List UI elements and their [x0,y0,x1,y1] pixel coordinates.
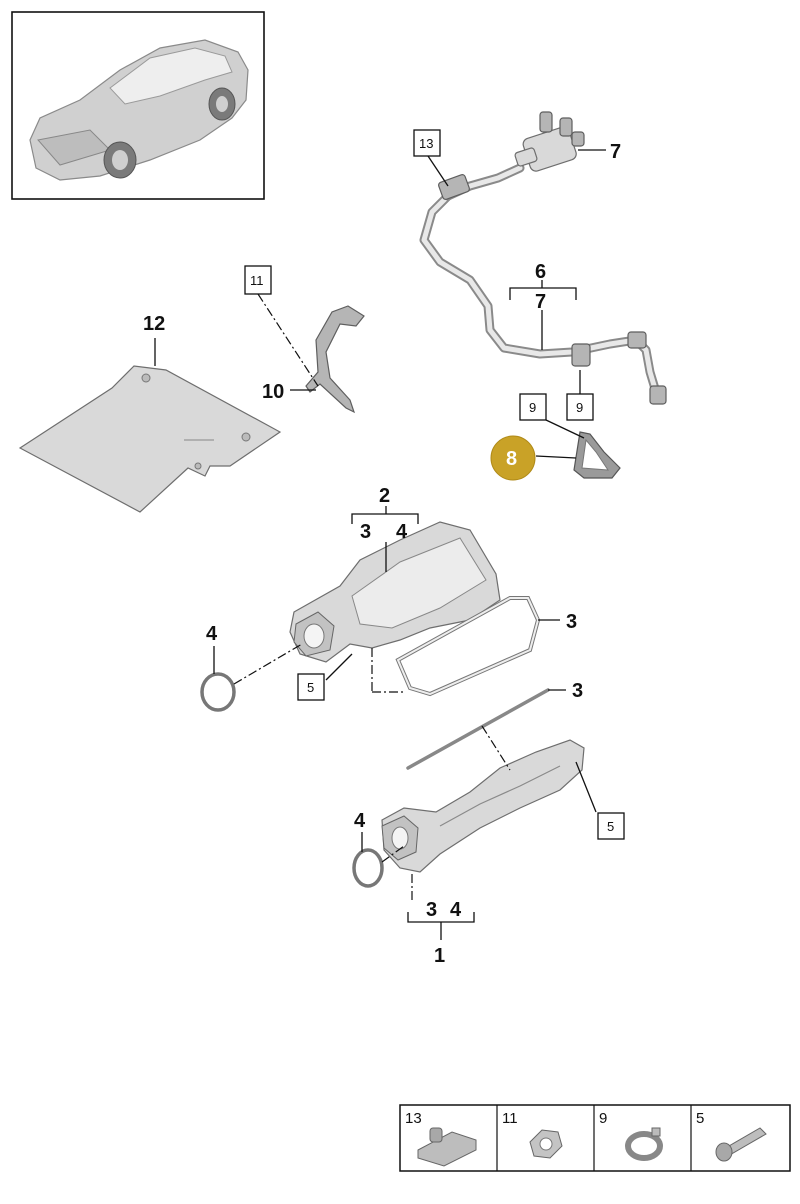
callout-4-upper-bracket: 4 [396,521,408,543]
callout-10: 10 [262,381,284,403]
car-icon [29,39,249,181]
intake-manifold-upper [289,521,501,663]
vacuum-line [419,111,667,405]
callout-3-strip: 3 [572,680,583,702]
legend-num-13: 13 [405,1110,422,1127]
vehicle-thumbnail [11,11,265,200]
boxed-callout-9-left: 9 [529,400,536,415]
boxed-callouts: 13 11 9 9 5 5 [244,129,625,840]
gasket-ring [395,596,541,697]
callout-1: 1 [434,945,445,967]
callout-12: 12 [143,313,165,335]
small-parts-legend: 13 11 9 5 [399,1104,791,1172]
legend-item-9: 9 [599,1110,663,1161]
boxed-callout-13: 13 [419,136,433,151]
nut-icon [529,1129,563,1159]
screw-icon [715,1127,767,1162]
legend-num-11: 11 [502,1110,518,1127]
callout-4-lower-bracket: 4 [450,899,462,921]
callouts: 12 10 7 6 7 2 3 4 3 4 3 4 3 4 1 [143,141,621,967]
valve-icon [514,111,585,172]
boxed-callout-5-upper: 5 [307,680,314,695]
hose-part-8 [573,431,621,479]
o-ring-upper [200,672,236,712]
badge-label: 8 [506,448,517,470]
callout-2: 2 [379,485,390,507]
legend-item-5: 5 [696,1110,767,1162]
highlight-badge[interactable]: 8 [490,435,536,481]
callout-4-upper-ring: 4 [206,623,218,645]
callout-7-mid: 7 [535,291,546,313]
bracket-part [305,305,365,414]
intake-manifold-lower [381,739,585,873]
legend-item-11: 11 [502,1110,563,1159]
o-ring-lower [352,848,384,888]
callout-4-lower-ring: 4 [354,810,366,832]
hose-clamp-icon [625,1127,663,1161]
callout-3-upper-bracket: 3 [360,521,371,543]
leader-lines [154,149,606,940]
callout-6: 6 [535,261,546,283]
callout-7-top: 7 [610,141,621,163]
boxed-callout-11: 11 [250,273,264,288]
legend-num-9: 9 [599,1110,607,1127]
callout-3-gasket: 3 [566,611,577,633]
callout-3-lower-bracket: 3 [426,899,437,921]
clip-icon [417,1127,477,1167]
boxed-callout-9-right: 9 [576,400,583,415]
legend-num-5: 5 [696,1110,704,1127]
boxed-callout-5-lower: 5 [607,819,614,834]
heat-shield-plate [18,365,282,513]
seal-strip [406,688,550,770]
legend-item-13: 13 [405,1110,477,1167]
